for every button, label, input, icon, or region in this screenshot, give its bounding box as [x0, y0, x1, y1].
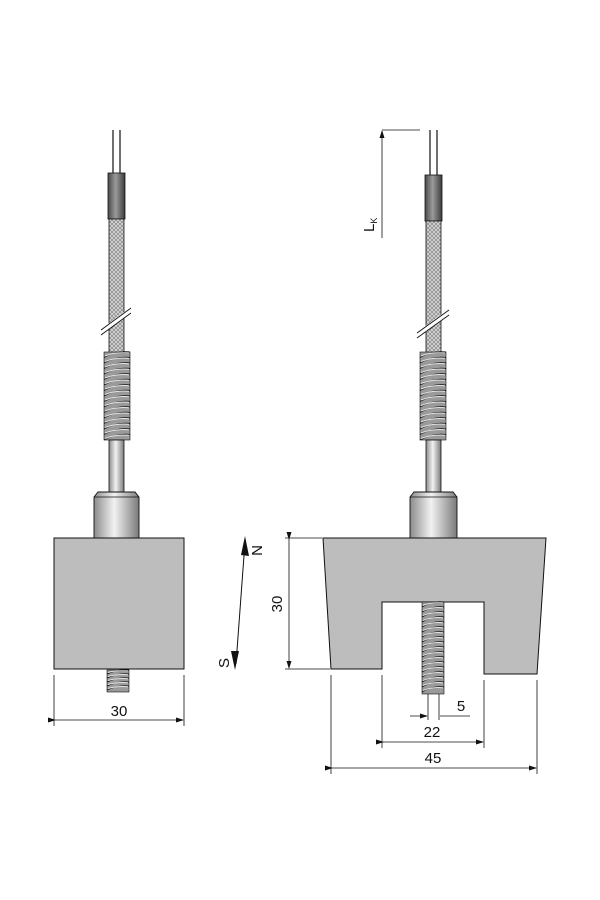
u-magnet-block	[322, 537, 547, 675]
magnet-block	[53, 537, 185, 670]
south-label: S	[216, 658, 233, 668]
spring-coil	[419, 351, 447, 441]
slot-spring	[421, 601, 445, 695]
braided-cable	[425, 220, 442, 360]
spring-coil	[103, 351, 131, 441]
bottom-spring	[106, 669, 130, 693]
right-sensor: LK 30 5 22	[269, 129, 547, 774]
width-dimension-label: 30	[111, 703, 128, 720]
sensor-rod	[108, 439, 125, 493]
sensor-collar	[409, 491, 458, 539]
break-line	[416, 309, 450, 334]
south-arrowhead	[231, 651, 239, 670]
height-dimension-label: 30	[269, 596, 286, 613]
break-line	[100, 312, 132, 336]
break-gap	[415, 309, 451, 338]
north-label: N	[248, 545, 265, 556]
polarity-indicator: N S	[216, 536, 265, 670]
slot-dimension-label: 22	[424, 724, 441, 741]
stud-dimension-label: 5	[457, 698, 465, 715]
cable-sheath	[424, 174, 443, 222]
cable-length-label: LK	[361, 218, 379, 232]
polarity-axis	[235, 541, 246, 665]
break-line	[100, 307, 132, 331]
cable-sheath	[107, 172, 126, 220]
sensor-collar	[93, 491, 140, 539]
left-sensor: 30	[48, 130, 185, 726]
break-line	[416, 314, 450, 339]
total-width-dimension-label: 45	[425, 750, 442, 767]
sensor-rod	[425, 439, 442, 493]
north-arrowhead	[241, 536, 249, 556]
break-gap	[99, 307, 133, 335]
braided-cable	[108, 218, 125, 360]
